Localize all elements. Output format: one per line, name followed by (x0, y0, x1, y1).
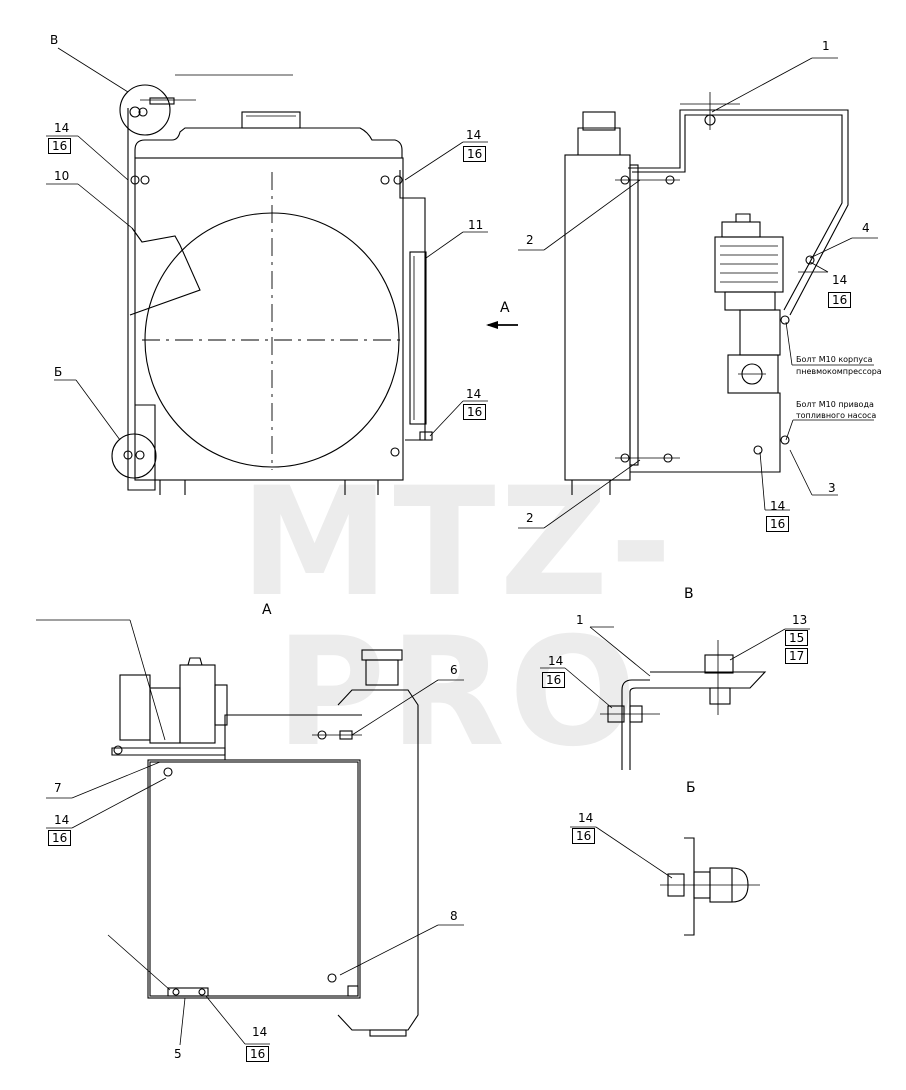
front-view-radiator (46, 47, 518, 495)
callout-14: 14 (548, 654, 564, 668)
callout-14: 14 (252, 1025, 268, 1039)
callout-1: 1 (822, 39, 830, 53)
bolt-marks (123, 97, 433, 460)
view-a (36, 619, 464, 1046)
compressor-view-a (111, 657, 228, 756)
view-title-a: А (262, 602, 272, 618)
callout-16: 16 (48, 830, 72, 846)
callout-2: 2 (526, 233, 534, 247)
callout-15: 15 (785, 630, 809, 646)
compressor (714, 213, 784, 394)
callout-8: 8 (450, 909, 458, 923)
callout-16: 16 (542, 672, 566, 688)
note-compressor-line1: Болт М10 корпуса (796, 355, 873, 364)
detail-b (570, 826, 760, 936)
watermark: MTZ-PRO (240, 456, 676, 780)
callout-14: 14 (832, 273, 848, 287)
callout-14: 14 (770, 499, 786, 513)
callout-10: 10 (54, 169, 70, 183)
view-arrow-label-a: А (500, 300, 510, 316)
callout-14: 14 (578, 811, 594, 825)
callout-11: 11 (468, 218, 484, 232)
callout-3: 3 (828, 481, 836, 495)
callout-5: 5 (174, 1047, 182, 1061)
callout-14: 14 (54, 813, 70, 827)
callout-14: 14 (466, 128, 482, 142)
callout-16: 16 (48, 138, 72, 154)
callout-17: 17 (785, 648, 809, 664)
note-compressor-line2: пневмокомпрессора (796, 367, 882, 376)
callout-view-v: В (50, 33, 59, 47)
callout-16: 16 (828, 292, 852, 308)
callout-14: 14 (54, 121, 70, 135)
callout-16: 16 (463, 146, 487, 162)
callout-1: 1 (576, 613, 584, 627)
callout-view-b: Б (54, 365, 63, 379)
callout-6: 6 (450, 663, 458, 677)
callout-16: 16 (463, 404, 487, 420)
callout-16: 16 (572, 828, 596, 844)
detail-title-v: В (684, 586, 694, 602)
callout-16: 16 (766, 516, 790, 532)
callout-16: 16 (246, 1046, 270, 1062)
callout-7: 7 (54, 781, 62, 795)
note-pump-line2: топливного насоса (796, 411, 877, 420)
detail-title-b: Б (686, 780, 696, 796)
callout-13: 13 (792, 613, 808, 627)
callout-14: 14 (466, 387, 482, 401)
callout-2: 2 (526, 511, 534, 525)
side-view-radiator (518, 57, 878, 529)
callout-4: 4 (862, 221, 870, 235)
note-pump-line1: Болт М10 привода (796, 400, 874, 409)
detail-v (540, 626, 810, 770)
